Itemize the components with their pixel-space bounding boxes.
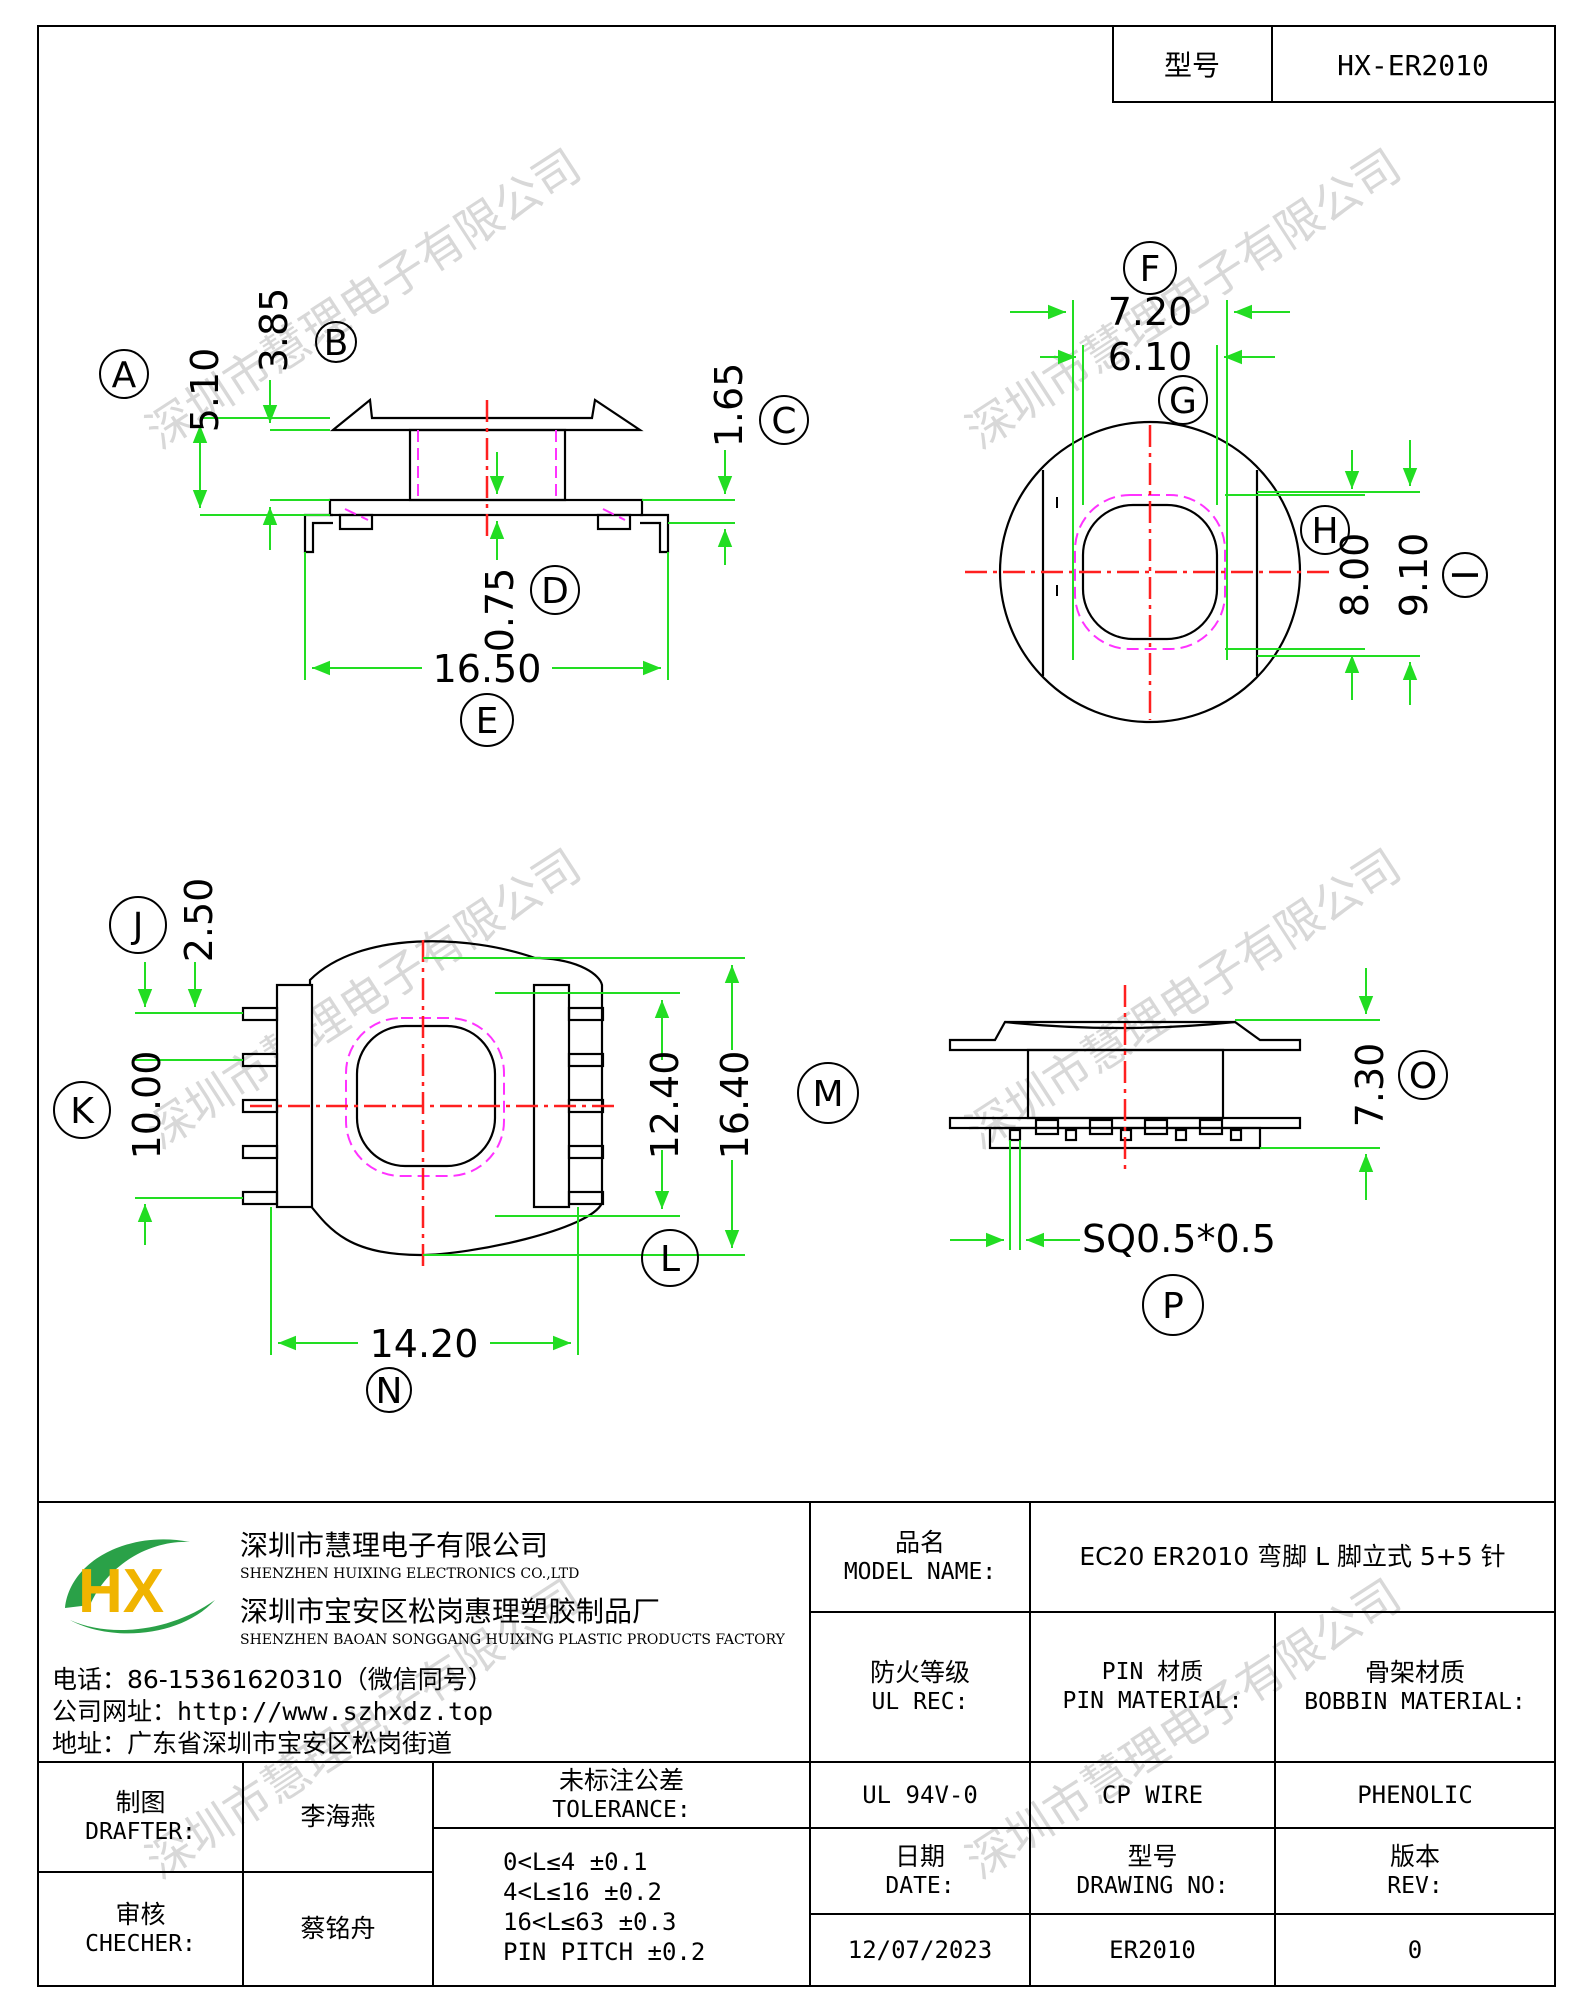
checker-label: 审核 CHECHER: <box>85 1900 196 1958</box>
label-e: E <box>460 693 514 747</box>
label-d: D <box>530 565 580 615</box>
label-h: H <box>1300 505 1350 555</box>
ul-rec-label: 防火等级 UL REC: <box>869 1658 970 1716</box>
dim-f-value: 7.20 <box>1108 290 1193 334</box>
model-name-label: 品名 MODEL NAME: <box>843 1528 997 1586</box>
website-url[interactable]: http://www.szhxdz.top <box>177 1697 494 1726</box>
svg-text:L: L <box>660 1239 680 1280</box>
company-name-cn: 深圳市慧理电子有限公司 <box>240 1529 549 1562</box>
dim-j-value: 2.50 <box>177 878 221 963</box>
dim-e-value: 16.50 <box>433 647 542 691</box>
bobbin-material-value: PHENOLIC <box>1357 1781 1473 1809</box>
svg-text:M: M <box>812 1074 843 1115</box>
svg-text:G: G <box>1169 381 1197 422</box>
svg-text:I: I <box>1446 570 1487 581</box>
svg-text:N: N <box>376 1371 403 1412</box>
pin-material-label: PIN 材质 PIN MATERIAL: <box>1062 1659 1243 1714</box>
drafter-name: 李海燕 <box>300 1802 376 1832</box>
dim-p-value: SQ0.5*0.5 <box>1082 1217 1276 1261</box>
reference-letters: A B C D E F G H I J K L M N O P <box>53 241 1488 1413</box>
dim-c-value: 1.65 <box>707 363 751 448</box>
factory-name-cn: 深圳市宝安区松岗惠理塑胶制品厂 <box>240 1595 661 1628</box>
rev-label: 版本 REV: <box>1387 1842 1443 1900</box>
tolerance-rows: 0<L≤4 ±0.1 4<L≤16 ±0.2 16<L≤63 ±0.3 PIN … <box>433 1828 810 1986</box>
side-view: 5.10 3.85 1.65 0.75 16.50 <box>183 288 751 691</box>
drafter-label: 制图 DRAFTER: <box>85 1788 196 1846</box>
company-info: HX 深圳市慧理电子有限公司 SHENZHEN HUIXING ELECTRON… <box>40 1500 810 1760</box>
dim-d-value: 0.75 <box>478 568 522 653</box>
dim-a-value: 5.10 <box>183 348 227 433</box>
company-website: 公司网址：http://www.szhxdz.top <box>52 1692 493 1728</box>
label-l: L <box>641 1229 699 1287</box>
page-border <box>37 25 1556 1987</box>
watermark-text: 深圳市慧理电子有限公司 <box>957 838 1411 1159</box>
tolerance-row: PIN PITCH ±0.2 <box>503 1938 706 1966</box>
label-j: J <box>109 896 167 954</box>
label-i: I <box>1442 552 1488 598</box>
dim-n-value: 14.20 <box>370 1322 479 1366</box>
dim-k-value: 10.00 <box>125 1051 169 1160</box>
factory-name-en: SHENZHEN BAOAN SONGGANG HUIXING PLASTIC … <box>240 1632 785 1648</box>
dim-m-value: 16.40 <box>713 1051 757 1160</box>
svg-text:P: P <box>1162 1286 1184 1327</box>
company-logo: HX <box>65 1539 215 1634</box>
svg-text:K: K <box>70 1091 95 1132</box>
label-n: N <box>366 1367 412 1413</box>
svg-text:O: O <box>1409 1056 1437 1097</box>
date-label: 日期 DATE: <box>885 1842 955 1900</box>
label-f: F <box>1123 241 1177 295</box>
label-p: P <box>1142 1274 1204 1336</box>
title-block-grid <box>38 1502 1555 1986</box>
model-header-label: 型号 <box>1164 49 1220 82</box>
svg-text:J: J <box>131 906 144 947</box>
bottom-view: 2.50 10.00 12.40 16.40 14.20 <box>125 878 757 1366</box>
dim-g-value: 6.10 <box>1108 335 1193 379</box>
label-b: B <box>315 321 357 364</box>
svg-text:F: F <box>1140 249 1161 290</box>
label-g: G <box>1158 375 1208 425</box>
svg-text:A: A <box>112 355 137 396</box>
company-name-en: SHENZHEN HUIXING ELECTRONICS CO.,LTD <box>240 1566 580 1582</box>
pin-material-value: CP WIRE <box>1101 1781 1204 1809</box>
dim-b-value: 3.85 <box>252 288 296 373</box>
label-c: C <box>759 395 809 445</box>
model-name-value: EC20 ER2010 弯脚 L 脚立式 5+5 针 <box>1079 1542 1506 1572</box>
label-m: M <box>797 1062 859 1124</box>
tolerance-row: 0<L≤4 ±0.1 <box>503 1848 648 1876</box>
top-view: 7.20 6.10 8.00 9.10 <box>965 290 1436 724</box>
tolerance-label: 未标注公差 TOLERANCE: <box>552 1766 691 1824</box>
company-phone: 电话：86-15361620310（微信同号） <box>52 1665 493 1694</box>
ul-rec-value: UL 94V-0 <box>862 1781 978 1809</box>
label-o: O <box>1398 1050 1448 1100</box>
dim-l-value: 12.40 <box>643 1051 687 1160</box>
dim-i-value: 9.10 <box>1392 533 1436 618</box>
svg-text:B: B <box>324 323 349 364</box>
svg-text:D: D <box>541 571 569 612</box>
checker-name: 蔡铭舟 <box>300 1914 376 1944</box>
label-k: K <box>53 1081 111 1139</box>
company-address: 地址：广东省深圳市宝安区松岗街道 <box>52 1729 453 1758</box>
front-view: 7.30 SQ0.5*0.5 <box>948 968 1392 1261</box>
tolerance-row: 4<L≤16 ±0.2 <box>503 1878 662 1906</box>
rev-value: 0 <box>1407 1936 1423 1964</box>
bobbin-material-label: 骨架材质 BOBBIN MATERIAL: <box>1304 1658 1526 1716</box>
dim-o-value: 7.30 <box>1348 1043 1392 1128</box>
drawing-no-label: 型号 DRAWING NO: <box>1076 1842 1229 1900</box>
svg-text:HX: HX <box>78 1557 164 1626</box>
tolerance-row: 16<L≤63 ±0.3 <box>503 1908 677 1936</box>
label-a: A <box>99 349 149 399</box>
drawing-no-value: ER2010 <box>1109 1936 1196 1964</box>
date-value: 12/07/2023 <box>847 1936 993 1964</box>
svg-text:E: E <box>476 701 499 742</box>
website-label: 公司网址： <box>52 1697 178 1726</box>
model-header-value: HX-ER2010 <box>1337 49 1489 82</box>
dim-h-value: 8.00 <box>1333 533 1377 618</box>
model-header-box: 型号 HX-ER2010 <box>1112 25 1556 103</box>
svg-text:H: H <box>1311 511 1338 552</box>
svg-text:C: C <box>771 401 796 442</box>
